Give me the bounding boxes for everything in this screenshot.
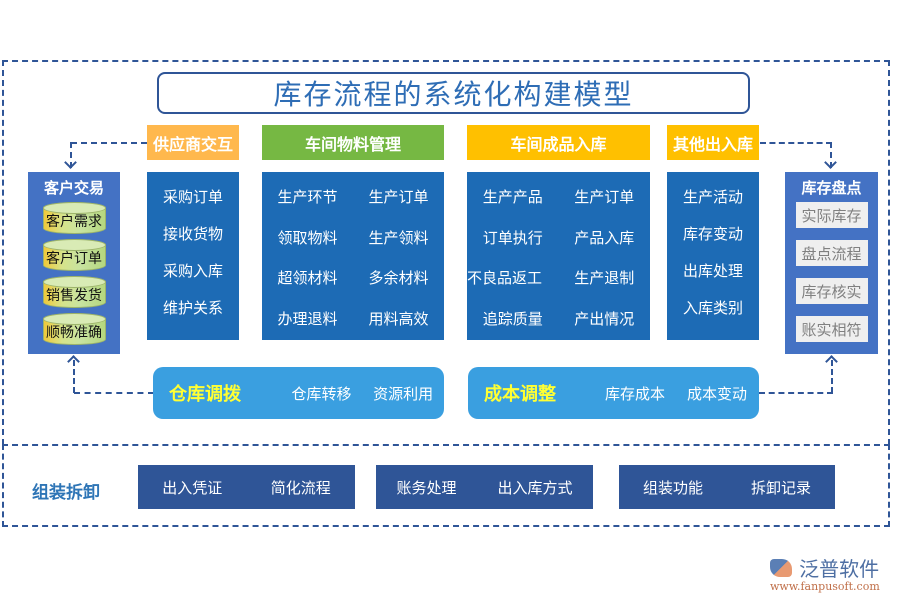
stocktake-item: 实际库存 xyxy=(795,202,868,228)
warehouse-transfer-box: 仓库调拨 仓库转移 资源利用 xyxy=(153,367,444,419)
workshop-material-item: 生产环节 xyxy=(277,188,338,206)
supplier-item: 维护关系 xyxy=(162,299,223,317)
main-dashed-frame xyxy=(2,60,890,445)
workshop-material-item: 超领材料 xyxy=(277,269,338,287)
stocktake-title: 库存盘点 xyxy=(801,178,862,197)
transfer-item: 资源利用 xyxy=(373,384,434,403)
workshop-material-item: 用料高效 xyxy=(368,309,429,328)
cost-item: 库存成本 xyxy=(604,384,665,403)
workshop-product-item: 不良品返工 xyxy=(467,269,543,287)
assembly-box-3: 组装功能 拆卸记录 xyxy=(619,465,835,509)
other-io-item: 库存变动 xyxy=(682,225,743,243)
supplier-item: 采购订单 xyxy=(162,188,223,206)
assembly-item: 出入库方式 xyxy=(497,478,573,497)
other-io-header: 其他出入库 xyxy=(667,125,759,160)
connector-supplier-customer xyxy=(71,142,147,144)
transfer-item: 仓库转移 xyxy=(291,384,352,403)
stocktake-item: 盘点流程 xyxy=(795,240,868,266)
workshop-material-item: 领取物料 xyxy=(277,228,338,247)
workshop-product-item: 生产退制 xyxy=(574,269,635,287)
workshop-material-item: 多余材料 xyxy=(368,269,429,287)
assembly-item: 出入凭证 xyxy=(162,478,223,497)
customer-transaction-box: 客户交易 客户需求 客户订单 销售发货 顺畅准确 xyxy=(28,172,120,354)
logo-name: 泛普软件 xyxy=(799,557,880,581)
connector-other-stocktake-v xyxy=(830,142,832,168)
workshop-material-item: 办理退料 xyxy=(277,309,338,328)
workshop-product-item: 生产产品 xyxy=(482,188,543,206)
connector-supplier-customer-v xyxy=(70,142,72,168)
workshop-material-item: 生产领料 xyxy=(368,228,429,247)
workshop-product-header: 车间成品入库 xyxy=(467,125,650,160)
assembly-box-2: 账务处理 出入库方式 xyxy=(376,465,593,509)
other-io-item: 出库处理 xyxy=(682,262,743,280)
supplier-item: 接收货物 xyxy=(162,225,223,243)
cylinder-sales-delivery: 销售发货 xyxy=(42,276,106,308)
cylinder-customer-demand: 客户需求 xyxy=(42,202,106,234)
cost-item: 成本变动 xyxy=(686,384,747,403)
assembly-box-1: 出入凭证 简化流程 xyxy=(138,465,355,509)
assembly-item: 组装功能 xyxy=(642,478,703,497)
stocktake-item: 账实相符 xyxy=(795,316,868,342)
cost-adjustment-title: 成本调整 xyxy=(484,384,556,405)
cylinder-customer-order: 客户订单 xyxy=(42,239,106,271)
stocktake-item: 库存核实 xyxy=(795,278,868,304)
assembly-dashed-frame xyxy=(2,444,890,527)
other-io-item: 生产活动 xyxy=(682,188,743,206)
connector-transfer-customer-v xyxy=(73,360,75,393)
fanpu-logo: 泛普软件 www.fanpusoft.com xyxy=(770,553,880,593)
connector-cost-stocktake xyxy=(759,392,833,394)
logo-url: www.fanpusoft.com xyxy=(770,580,880,593)
other-io-panel: 生产活动 库存变动 出库处理 入库类别 xyxy=(667,172,759,340)
workshop-material-item: 生产订单 xyxy=(368,188,429,206)
workshop-material-panel: 生产环节 生产订单 领取物料 生产领料 超领材料 多余材料 办理退料 用料高效 xyxy=(262,172,444,340)
cylinder-smooth-accurate: 顺畅准确 xyxy=(42,313,106,345)
workshop-product-item: 产出情况 xyxy=(574,309,635,328)
diagram-title: 库存流程的系统化构建模型 xyxy=(157,72,750,114)
connector-other-stocktake xyxy=(760,142,832,144)
supplier-panel: 采购订单 接收货物 采购入库 维护关系 xyxy=(147,172,239,340)
connector-transfer-customer xyxy=(74,392,154,394)
warehouse-transfer-title: 仓库调拨 xyxy=(169,384,241,405)
workshop-product-item: 产品入库 xyxy=(574,228,635,247)
workshop-product-item: 订单执行 xyxy=(482,228,543,247)
assembly-item: 账务处理 xyxy=(396,478,457,497)
customer-transaction-title: 客户交易 xyxy=(43,178,104,197)
workshop-product-item: 生产订单 xyxy=(574,188,635,206)
stocktake-box: 库存盘点 实际库存 盘点流程 库存核实 账实相符 xyxy=(785,172,878,354)
other-io-item: 入库类别 xyxy=(682,299,743,317)
workshop-material-header: 车间物料管理 xyxy=(262,125,444,160)
supplier-header: 供应商交互 xyxy=(147,125,239,160)
assembly-label: 组装拆卸 xyxy=(32,483,100,503)
connector-cost-stocktake-v xyxy=(831,360,833,393)
assembly-item: 简化流程 xyxy=(270,478,331,497)
workshop-product-panel: 生产产品 生产订单 订单执行 产品入库 不良品返工 生产退制 追踪质量 产出情况 xyxy=(467,172,650,340)
supplier-item: 采购入库 xyxy=(162,262,223,280)
fanpu-logo-icon xyxy=(770,558,792,577)
cost-adjustment-box: 成本调整 库存成本 成本变动 xyxy=(468,367,759,419)
assembly-item: 拆卸记录 xyxy=(750,478,811,497)
workshop-product-item: 追踪质量 xyxy=(482,309,543,328)
